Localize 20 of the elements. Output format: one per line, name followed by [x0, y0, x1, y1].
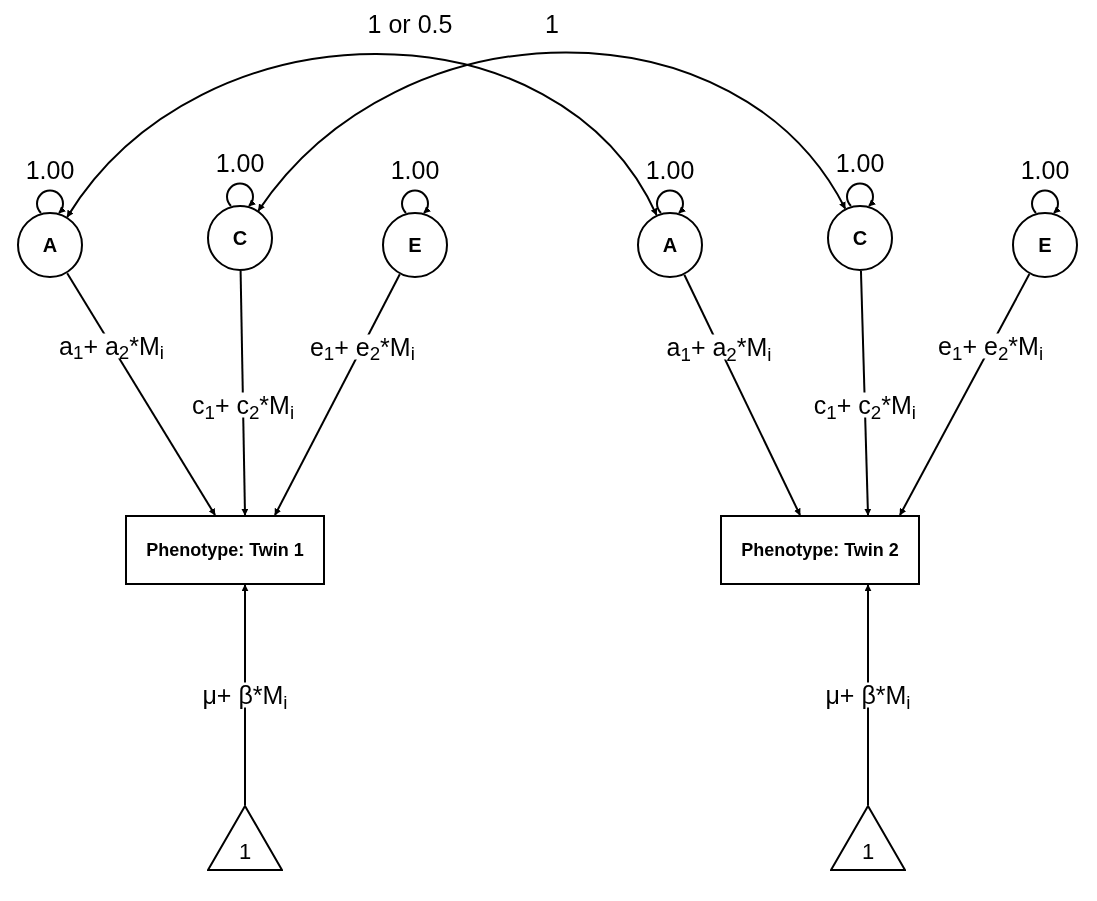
arrow [274, 273, 401, 516]
arrow [66, 272, 216, 516]
curved-arrow [257, 51, 847, 212]
phenotype-box: Phenotype: Twin 2 [720, 515, 920, 585]
loop-arrow [846, 182, 876, 207]
curved-arrow [66, 52, 658, 218]
loop-arrow [226, 182, 256, 207]
phenotype-box: Phenotype: Twin 1 [125, 515, 325, 585]
arrow [239, 270, 249, 516]
loop-arrow [1031, 189, 1061, 214]
loop-arrow [656, 189, 686, 214]
arrow [859, 270, 872, 516]
constant-triangle: 1 [830, 805, 906, 871]
loop-arrow [36, 189, 66, 214]
arrow [683, 273, 801, 516]
arrow [241, 584, 249, 806]
constant-triangle: 1 [207, 805, 283, 871]
loop-arrow [401, 189, 431, 214]
arrow [899, 273, 1031, 516]
arrow [864, 584, 872, 806]
